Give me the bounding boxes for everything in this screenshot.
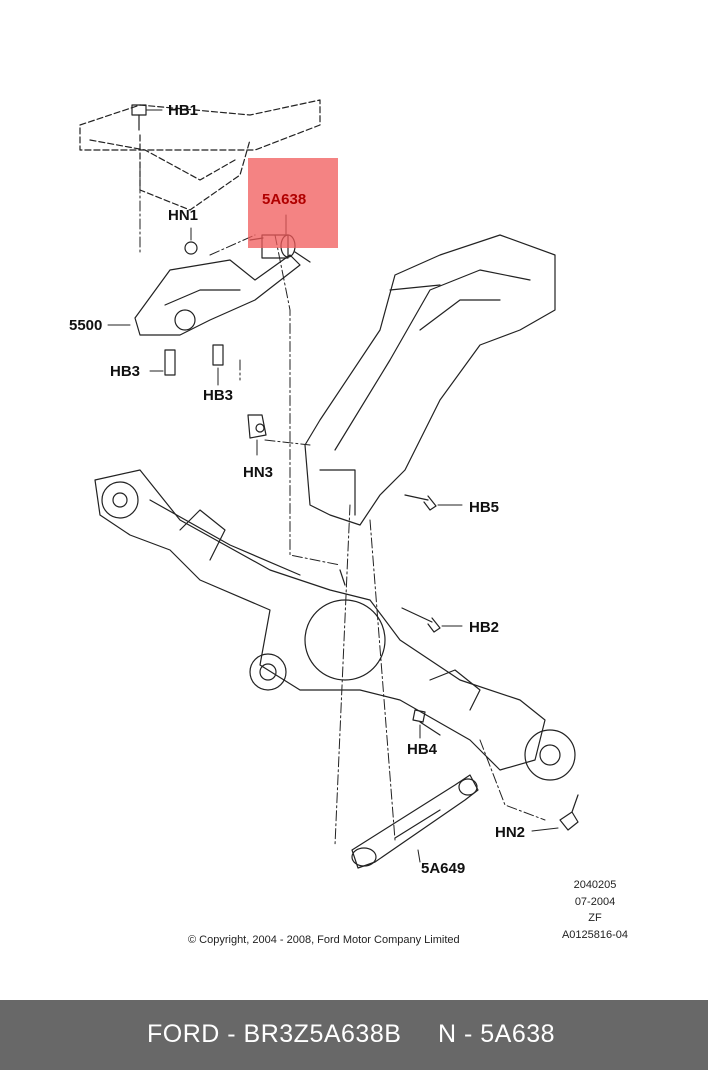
bolt-hb3-left [149, 349, 176, 376]
bolt-hb2 [401, 607, 463, 633]
leader-lines [139, 164, 546, 846]
bolt-hb1 [131, 104, 163, 131]
meta-line-1: 2040205 [573, 879, 617, 891]
bolt-hb5 [404, 494, 463, 511]
footer-reference: N - 5A638 [438, 1020, 556, 1048]
part-label-hb5: HB5 [469, 499, 500, 516]
suspension-exploded-diagram [79, 99, 579, 869]
highlight-box [248, 158, 338, 248]
part-label-hb2: HB2 [469, 619, 500, 636]
nut-hn3 [247, 414, 267, 456]
part-label-hb1: HB1 [168, 102, 199, 119]
lower-control-arm [351, 774, 479, 869]
bolt-hb4 [412, 709, 441, 739]
meta-line-3: ZF [588, 912, 602, 924]
nut-hn2 [531, 794, 579, 832]
meta-line-2: 07-2004 [574, 896, 616, 908]
part-label-hb3-left: HB3 [110, 363, 141, 380]
footer-part-number: FORD - BR3Z5A638B [147, 1020, 402, 1048]
meta-line-4: A0125816-04 [561, 929, 629, 941]
upper-control-arm [107, 254, 301, 336]
part-label-hn1: HN1 [168, 207, 199, 224]
rear-axle-assembly [94, 469, 576, 781]
bolt-hb3-right [212, 344, 224, 386]
part-label-5a649: 5A649 [421, 860, 466, 877]
part-label-hb4: HB4 [407, 741, 438, 758]
copyright-notice: © Copyright, 2004 - 2008, Ford Motor Com… [188, 934, 460, 946]
nut-hn1 [184, 227, 198, 255]
body-frame-rail [304, 234, 556, 526]
part-label-hn3: HN3 [243, 464, 274, 481]
footer-bar [0, 1000, 708, 1070]
part-label-5500: 5500 [69, 317, 103, 334]
part-label-hb3-right: HB3 [203, 387, 234, 404]
part-label-hn2: HN2 [495, 824, 526, 841]
part-label-5a638: 5A638 [262, 191, 307, 208]
